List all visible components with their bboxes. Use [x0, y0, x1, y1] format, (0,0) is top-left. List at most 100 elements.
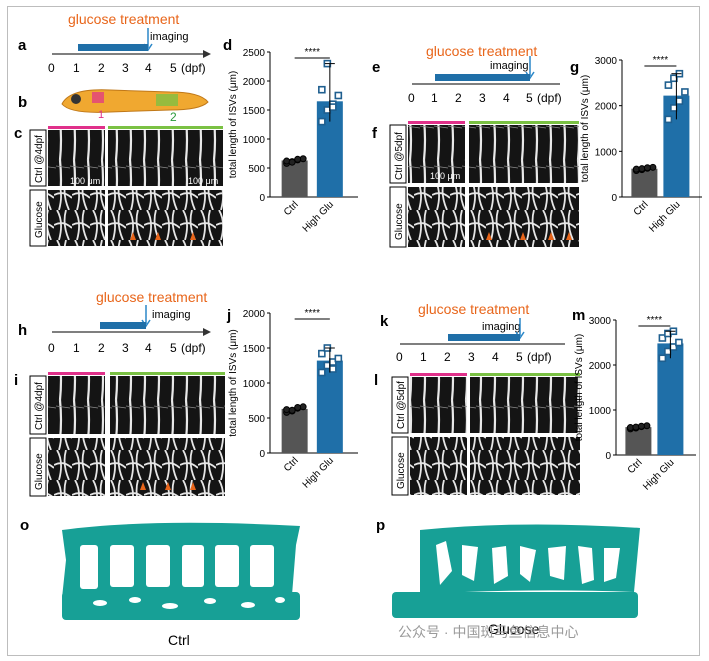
panel-label-m: m	[572, 307, 585, 324]
point-m-ctrl	[637, 422, 645, 430]
label-ctrl-4dpf-c: Ctrl @4dpf	[34, 135, 45, 183]
point-d-high-glu	[318, 85, 326, 94]
panel-label-b: b	[18, 94, 27, 111]
zebrafish-illustration: 1 2	[61, 89, 209, 124]
panel-label-g: g	[570, 59, 579, 76]
fish-region-2: 2	[170, 110, 177, 124]
tick-e-1: 1	[431, 91, 438, 105]
category-label-m: High Glu	[641, 457, 676, 492]
panel-label-e: e	[372, 59, 380, 76]
timeline-e-imaging: imaging	[490, 60, 529, 72]
timeline-k-title: glucose treatment	[418, 301, 529, 317]
point-d-high-glu	[329, 103, 337, 111]
timeline-e: glucose treatment imaging 0 1 2 3 4 5 (d…	[408, 43, 562, 105]
y-tick-label-d: 2500	[243, 48, 266, 59]
scale-c-2: 100 μm	[188, 176, 218, 186]
tick-k-3: 3	[468, 350, 475, 364]
point-j-high-glu	[329, 365, 337, 373]
timeline-k: glucose treatment imaging 0 1 2 3 4 5 (d…	[396, 301, 565, 364]
y-tick-label-m: 2000	[589, 361, 612, 372]
timeline-e-title: glucose treatment	[426, 43, 537, 59]
timeline-a-imaging: imaging	[150, 31, 189, 43]
tick-h-unit: (dpf)	[181, 341, 206, 355]
tick-e-unit: (dpf)	[537, 91, 562, 105]
tick-h-1: 1	[73, 341, 80, 355]
panel-label-k: k	[380, 313, 389, 330]
y-axis-label-d: total length of ISVs (μm)	[228, 71, 239, 178]
timeline-h-title: glucose treatment	[96, 289, 207, 305]
panel-label-c: c	[14, 125, 22, 142]
point-g-high-glu	[664, 115, 673, 124]
scale-c-1: 100 μm	[70, 176, 100, 186]
category-label-j: Ctrl	[282, 455, 301, 474]
panel-label-a: a	[18, 37, 27, 54]
point-m-high-glu	[658, 334, 667, 342]
tick-a-4: 4	[145, 61, 152, 75]
y-tick-label-j: 1500	[243, 344, 266, 355]
tick-k-1: 1	[420, 350, 427, 364]
tick-h-3: 3	[122, 341, 129, 355]
y-tick-label-d: 0	[259, 193, 265, 204]
point-d-high-glu	[318, 117, 326, 126]
category-label-d: Ctrl	[282, 199, 301, 218]
panel-label-f: f	[372, 125, 378, 142]
timeline-h-imaging: imaging	[152, 309, 191, 321]
panel-label-l: l	[374, 372, 378, 389]
y-axis-label-j: total length of ISVs (μm)	[228, 329, 239, 436]
micrograph-f: Ctrl @5dpf Glucose 100 μm	[389, 121, 579, 248]
point-j-high-glu	[334, 354, 343, 363]
significance-label-d: ****	[304, 47, 320, 58]
category-label-m: Ctrl	[626, 457, 645, 476]
category-label-d: High Glu	[301, 199, 336, 234]
point-g-high-glu	[675, 97, 684, 105]
y-tick-label-j: 2000	[243, 309, 266, 320]
tick-a-5: 5	[170, 61, 177, 75]
schematic-ctrl-label: Ctrl	[168, 632, 190, 648]
timeline-a-title: glucose treatment	[68, 11, 179, 27]
tick-k-0: 0	[396, 350, 403, 364]
panel-label-h: h	[18, 322, 27, 339]
panel-label-i: i	[14, 372, 18, 389]
micrograph-l: Ctrl @5dpf Glucose	[391, 373, 580, 496]
tick-k-unit: (dpf)	[527, 350, 552, 364]
point-m-ctrl	[632, 423, 640, 431]
tick-h-4: 4	[145, 341, 152, 355]
tick-h-5: 5	[170, 341, 177, 355]
y-axis-label-g: total length of ISVs (μm)	[580, 75, 591, 182]
category-label-g: Ctrl	[632, 199, 651, 218]
point-d-ctrl	[294, 155, 302, 163]
tick-e-2: 2	[455, 91, 462, 105]
point-m-high-glu	[658, 354, 667, 363]
label-glucose-c: Glucose	[34, 201, 45, 238]
y-tick-label-g: 0	[611, 193, 617, 204]
glucose-vessel-schematic: Glucose	[392, 524, 640, 637]
y-tick-label-j: 1000	[243, 379, 266, 390]
label-ctrl-5dpf-l: Ctrl @5dpf	[396, 381, 407, 429]
point-m-high-glu	[675, 338, 683, 347]
tick-a-1: 1	[73, 61, 80, 75]
y-tick-label-m: 1000	[589, 406, 612, 417]
tick-a-0: 0	[48, 61, 55, 75]
y-tick-label-d: 1000	[243, 135, 266, 146]
significance-label-j: ****	[304, 308, 320, 319]
category-label-j: High Glu	[301, 455, 336, 490]
point-g-high-glu	[681, 88, 689, 96]
bar-j-ctrl	[281, 408, 308, 453]
label-ctrl-5dpf-f: Ctrl @5dpf	[394, 132, 405, 180]
tick-k-4: 4	[492, 350, 499, 364]
panel-label-o: o	[20, 517, 29, 534]
schematic-glucose-label: Glucose	[488, 621, 540, 637]
y-tick-label-g: 3000	[595, 56, 618, 67]
significance-label-m: ****	[647, 315, 663, 326]
y-tick-label-g: 2000	[595, 102, 618, 113]
point-j-high-glu	[318, 349, 326, 358]
fish-region-1: 1	[98, 109, 104, 121]
point-j-high-glu	[318, 368, 326, 377]
tick-e-0: 0	[408, 91, 415, 105]
significance-label-g: ****	[653, 55, 669, 66]
tick-a-unit: (dpf)	[181, 61, 206, 75]
